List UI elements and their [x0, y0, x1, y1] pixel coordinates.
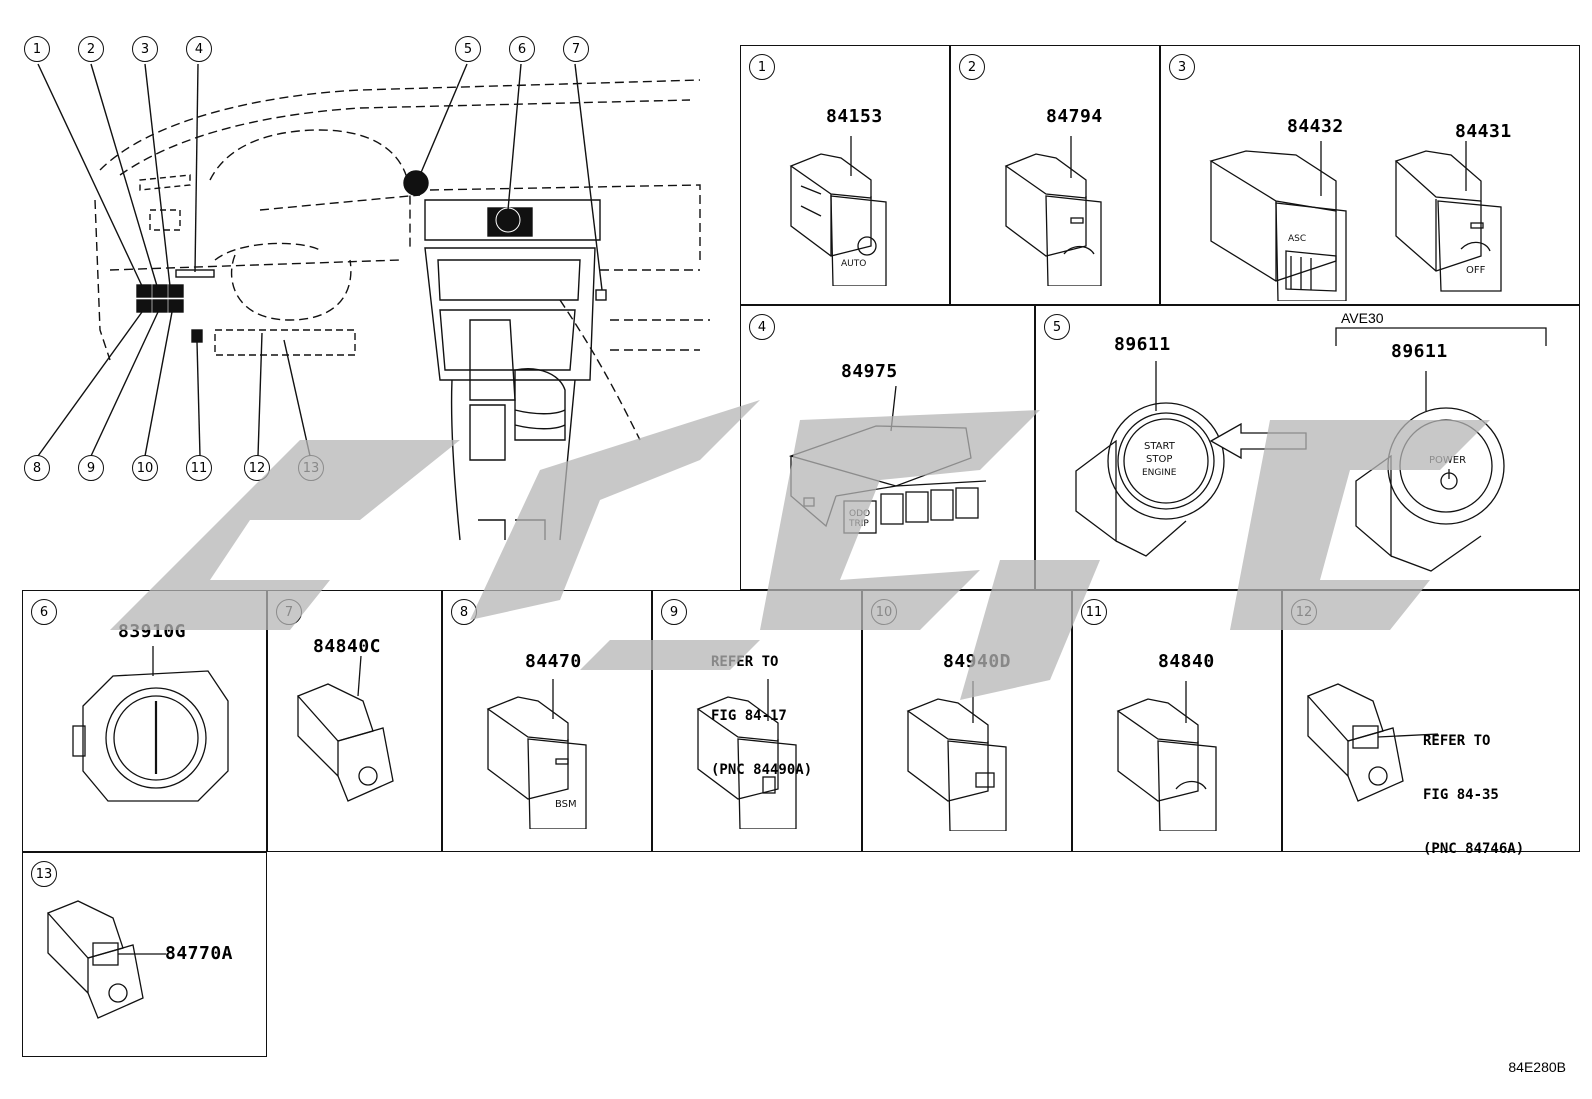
overview-callout-8: 8	[24, 455, 50, 481]
switch-camera-drawing	[906, 681, 1007, 831]
cell-index: 1	[749, 54, 775, 80]
dashboard-overview-drawing	[37, 63, 710, 541]
part-number-a: 89611	[1114, 334, 1171, 355]
variant-bracket	[1335, 327, 1547, 346]
part-number: 84940D	[943, 651, 1012, 672]
cell-index: 2	[959, 54, 985, 80]
refer-note-line-1: REFER TO	[711, 654, 779, 670]
figure-code: 84E280B	[1508, 1059, 1566, 1075]
engine-text: ENGINE	[1142, 468, 1177, 478]
cell-index: 13	[31, 861, 57, 887]
part-number-a: 84432	[1287, 116, 1344, 137]
switch-bsm-drawing: BSM	[486, 679, 587, 829]
part-number-b: 89611	[1391, 341, 1448, 362]
cell-5: 5 89611 AVE30 89611 START STOP ENGINE	[1035, 305, 1580, 590]
cell-index: 3	[1169, 54, 1195, 80]
overview-callout-13: 13	[298, 455, 324, 481]
refer-note-line-1: REFER TO	[1423, 733, 1491, 749]
asc-label: ASC	[1288, 234, 1306, 244]
part-number: 84470	[525, 651, 582, 672]
part-number: 84770A	[165, 943, 234, 964]
part-number: 84794	[1046, 106, 1103, 127]
cell-7: 7 84840C	[267, 590, 442, 852]
cell-9: 9 REFER TO FIG 84-17 (PNC 84490A)	[652, 590, 862, 852]
overview-callout-1: 1	[24, 36, 50, 62]
cell-index: 8	[451, 599, 477, 625]
refer-note-line-2: FIG 84-35	[1423, 787, 1499, 803]
cell-index: 6	[31, 599, 57, 625]
refer-note-line-3: (PNC 84490A)	[711, 762, 813, 778]
cell-index: 11	[1081, 599, 1107, 625]
odo-label: ODO	[849, 509, 870, 519]
overview-callout-4: 4	[186, 36, 212, 62]
cell-11: 11 84840	[1072, 590, 1282, 852]
power-button-drawing: POWER	[1355, 371, 1505, 572]
cell-3: 3 84432 84431 ASC OFF	[1160, 45, 1580, 305]
part-number: 84840	[1158, 651, 1215, 672]
auto-label: AUTO	[841, 259, 866, 269]
cell-6: 6 83910G	[22, 590, 267, 852]
cell-index: 7	[276, 599, 302, 625]
switch-odo-trip-block-drawing: ODO TRIP	[788, 386, 987, 534]
arrow-left-icon	[1209, 422, 1307, 460]
overview-callout-10: 10	[132, 455, 158, 481]
switch-asc-drawing: ASC	[1209, 141, 1347, 301]
off-label: OFF	[1466, 265, 1486, 276]
overview-callout-6: 6	[509, 36, 535, 62]
refer-note-line-3: (PNC 84746A)	[1423, 841, 1525, 857]
overview-callout-12: 12	[244, 455, 270, 481]
power-text: POWER	[1429, 455, 1466, 466]
switch-small-knob-drawing	[46, 900, 166, 1019]
part-number: 83910G	[118, 621, 187, 642]
switch-traction-off-drawing: OFF	[1394, 141, 1502, 292]
refer-note-line-2: FIG 84-17	[711, 708, 787, 724]
cell-index: 12	[1291, 599, 1317, 625]
part-number-b: 84431	[1455, 121, 1512, 142]
cell-index: 10	[871, 599, 897, 625]
cell-10: 10 84940D	[862, 590, 1072, 852]
switch-small-knob-drawing	[1306, 683, 1439, 802]
switch-defogger-drawing	[1004, 136, 1102, 286]
overview-callout-5: 5	[455, 36, 481, 62]
bsm-label: BSM	[555, 799, 577, 810]
start-text: START	[1144, 441, 1176, 452]
part-number: 84840C	[313, 636, 382, 657]
cell-13: 13 84770A	[22, 852, 267, 1057]
overview-callout-9: 9	[78, 455, 104, 481]
variant-label: AVE30	[1341, 310, 1384, 326]
cell-index: 9	[661, 599, 687, 625]
overview-callout-2: 2	[78, 36, 104, 62]
cell-index: 5	[1044, 314, 1070, 340]
cell-12: 12 REFER TO FIG 84-35 (PNC 84746A)	[1282, 590, 1580, 857]
switch-small-knob-drawing	[296, 656, 394, 802]
refer-note: REFER TO FIG 84-35 (PNC 84746A)	[1423, 696, 1524, 894]
start-stop-button-drawing: START STOP ENGINE	[1075, 361, 1225, 557]
switch-trunk-drawing	[1116, 681, 1217, 831]
ignition-clock-drawing	[72, 646, 229, 802]
trip-label: TRIP	[848, 519, 869, 529]
stop-text: STOP	[1146, 454, 1172, 465]
cell-8: 8 84470 BSM	[442, 590, 652, 852]
part-number: 84975	[841, 361, 898, 382]
part-number: 84153	[826, 106, 883, 127]
overview-callout-3: 3	[132, 36, 158, 62]
overview-callout-11: 11	[186, 455, 212, 481]
cell-2: 2 84794	[950, 45, 1160, 305]
cell-1: 1 84153 AUTO	[740, 45, 950, 305]
switch-auto-headlight-drawing: AUTO	[789, 136, 887, 286]
overview-callout-7: 7	[563, 36, 589, 62]
switch-parking-drawing	[696, 679, 797, 829]
cell-4: 4 84975 ODO TRIP	[740, 305, 1035, 590]
cell-index: 4	[749, 314, 775, 340]
